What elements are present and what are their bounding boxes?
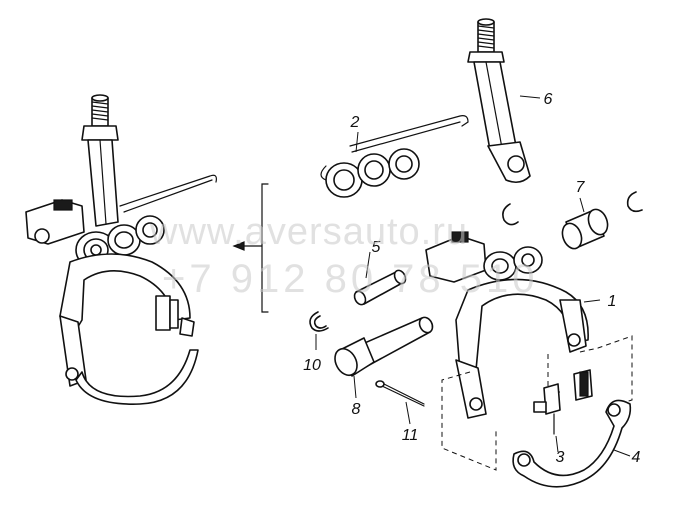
callout-8: 7 — [576, 179, 586, 196]
callout-6: 6 — [544, 91, 553, 108]
assembly-bracket — [232, 183, 269, 313]
callout-11: 11 — [402, 427, 419, 444]
part-retaining-rings-right — [502, 191, 643, 226]
callout-leaders — [315, 95, 631, 457]
part-bushing — [561, 208, 609, 250]
assembled-view — [25, 94, 217, 405]
part-spring — [320, 115, 469, 198]
watermark-site: www.aversauto.ru — [149, 211, 468, 253]
callout-4: 4 — [632, 449, 641, 466]
callout-2: 2 — [350, 114, 360, 131]
part-band — [512, 399, 632, 488]
part-shaft — [467, 18, 531, 184]
callout-1: 1 — [608, 293, 617, 310]
callout-7: 8 — [352, 401, 361, 418]
callout-10: 10 — [303, 357, 321, 374]
part-pin — [353, 269, 407, 306]
watermark-phone: +7 912 80 78 510 — [162, 257, 539, 301]
part-retaining-ring — [309, 311, 329, 332]
callout-5: 5 — [372, 239, 381, 256]
part-cotter-pin — [375, 380, 425, 407]
part-axle — [334, 316, 434, 377]
part-fork — [425, 231, 589, 419]
callout-3: 3 — [556, 449, 565, 466]
part-slide-block — [533, 369, 593, 435]
